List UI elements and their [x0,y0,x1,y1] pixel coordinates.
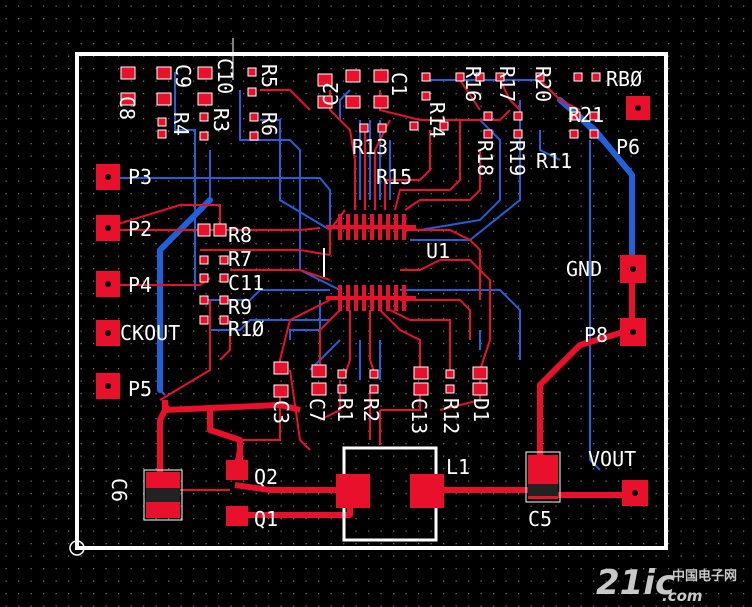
label-r1: R1 [333,398,357,422]
label-r9: R9 [228,295,252,319]
label-c10: C10 [213,58,237,94]
power-components [143,446,561,542]
label-p6: P6 [616,135,640,159]
label-d1: D1 [469,398,493,422]
label-r18: R18 [473,140,497,176]
label-r13: R13 [352,135,388,159]
smd-pads [120,66,601,398]
label-c8: C8 [115,96,139,120]
label-r7: R7 [228,247,252,271]
watermark-cn: 中国电子网 [672,568,737,584]
pad-p8 [620,318,646,346]
u1-pads-top [326,214,416,240]
label-r4: R4 [169,112,193,136]
label-c1: C1 [387,72,411,96]
label-r5: R5 [257,64,281,88]
label-r2: R2 [359,398,383,422]
label-q2: Q2 [254,465,278,489]
c6-capacitor [143,469,183,521]
pad-vout [622,480,648,506]
bottom-layer-traces [112,72,633,471]
label-r10: R1Ø [228,317,264,341]
label-c9: C9 [171,64,195,88]
label-ckout: CKOUT [120,321,180,345]
label-r11: R11 [536,149,572,173]
label-r17: R17 [495,66,519,102]
watermark-domain: .com [662,587,703,605]
label-u1: U1 [426,239,450,263]
label-rb0: RBØ [606,67,642,91]
pad-ckout [96,320,120,346]
label-r14: R14 [425,102,449,138]
label-r6: R6 [257,112,281,136]
pad-gnd [620,255,646,283]
pad-p6 [626,96,650,120]
label-r8: R8 [228,223,252,247]
label-c5: C5 [528,507,552,531]
label-p8: P8 [584,323,608,347]
pad-p2 [96,215,120,241]
pad-p5 [96,373,120,399]
top-layer-traces [104,79,581,491]
label-p3: P3 [128,165,152,189]
label-c6: C6 [107,478,131,502]
connector-pads [96,96,650,506]
label-q1: Q1 [254,507,278,531]
label-vout: VOUT [588,447,636,471]
pad-p3 [96,164,120,190]
label-l1: L1 [446,455,470,479]
label-gnd: GND [566,257,602,281]
watermark: 21ic .com 中国电子网 [596,563,737,605]
label-r21: R21 [568,103,604,127]
label-r12: R12 [439,398,463,434]
label-r15: R15 [376,165,412,189]
label-p2: P2 [128,217,152,241]
board-outline [75,52,668,550]
label-r20: R20 [531,66,555,102]
c5-capacitor [525,451,561,503]
q2-transistor [226,460,248,480]
label-r19: R19 [505,140,529,176]
label-p4: P4 [128,273,152,297]
u1-pads-bottom [326,285,416,311]
label-c7: C7 [305,398,329,422]
label-c13: C13 [407,398,431,434]
label-p5: P5 [128,377,152,401]
label-c11: C11 [228,271,264,295]
label-c2: C2 [319,82,343,106]
origin-marker [69,540,85,556]
silkscreen-labels: C8 C9 C10 R5 R4 R3 R6 C2 C1 R16 R17 R20 … [107,58,642,531]
watermark-brand: 21ic [596,563,675,603]
l1-inductor [336,446,444,542]
label-r3: R3 [209,108,233,132]
label-c3: C3 [269,400,293,424]
q1-transistor [226,506,248,526]
label-r16: R16 [461,66,485,102]
pad-p4 [96,271,120,297]
u1-chip [323,214,416,311]
